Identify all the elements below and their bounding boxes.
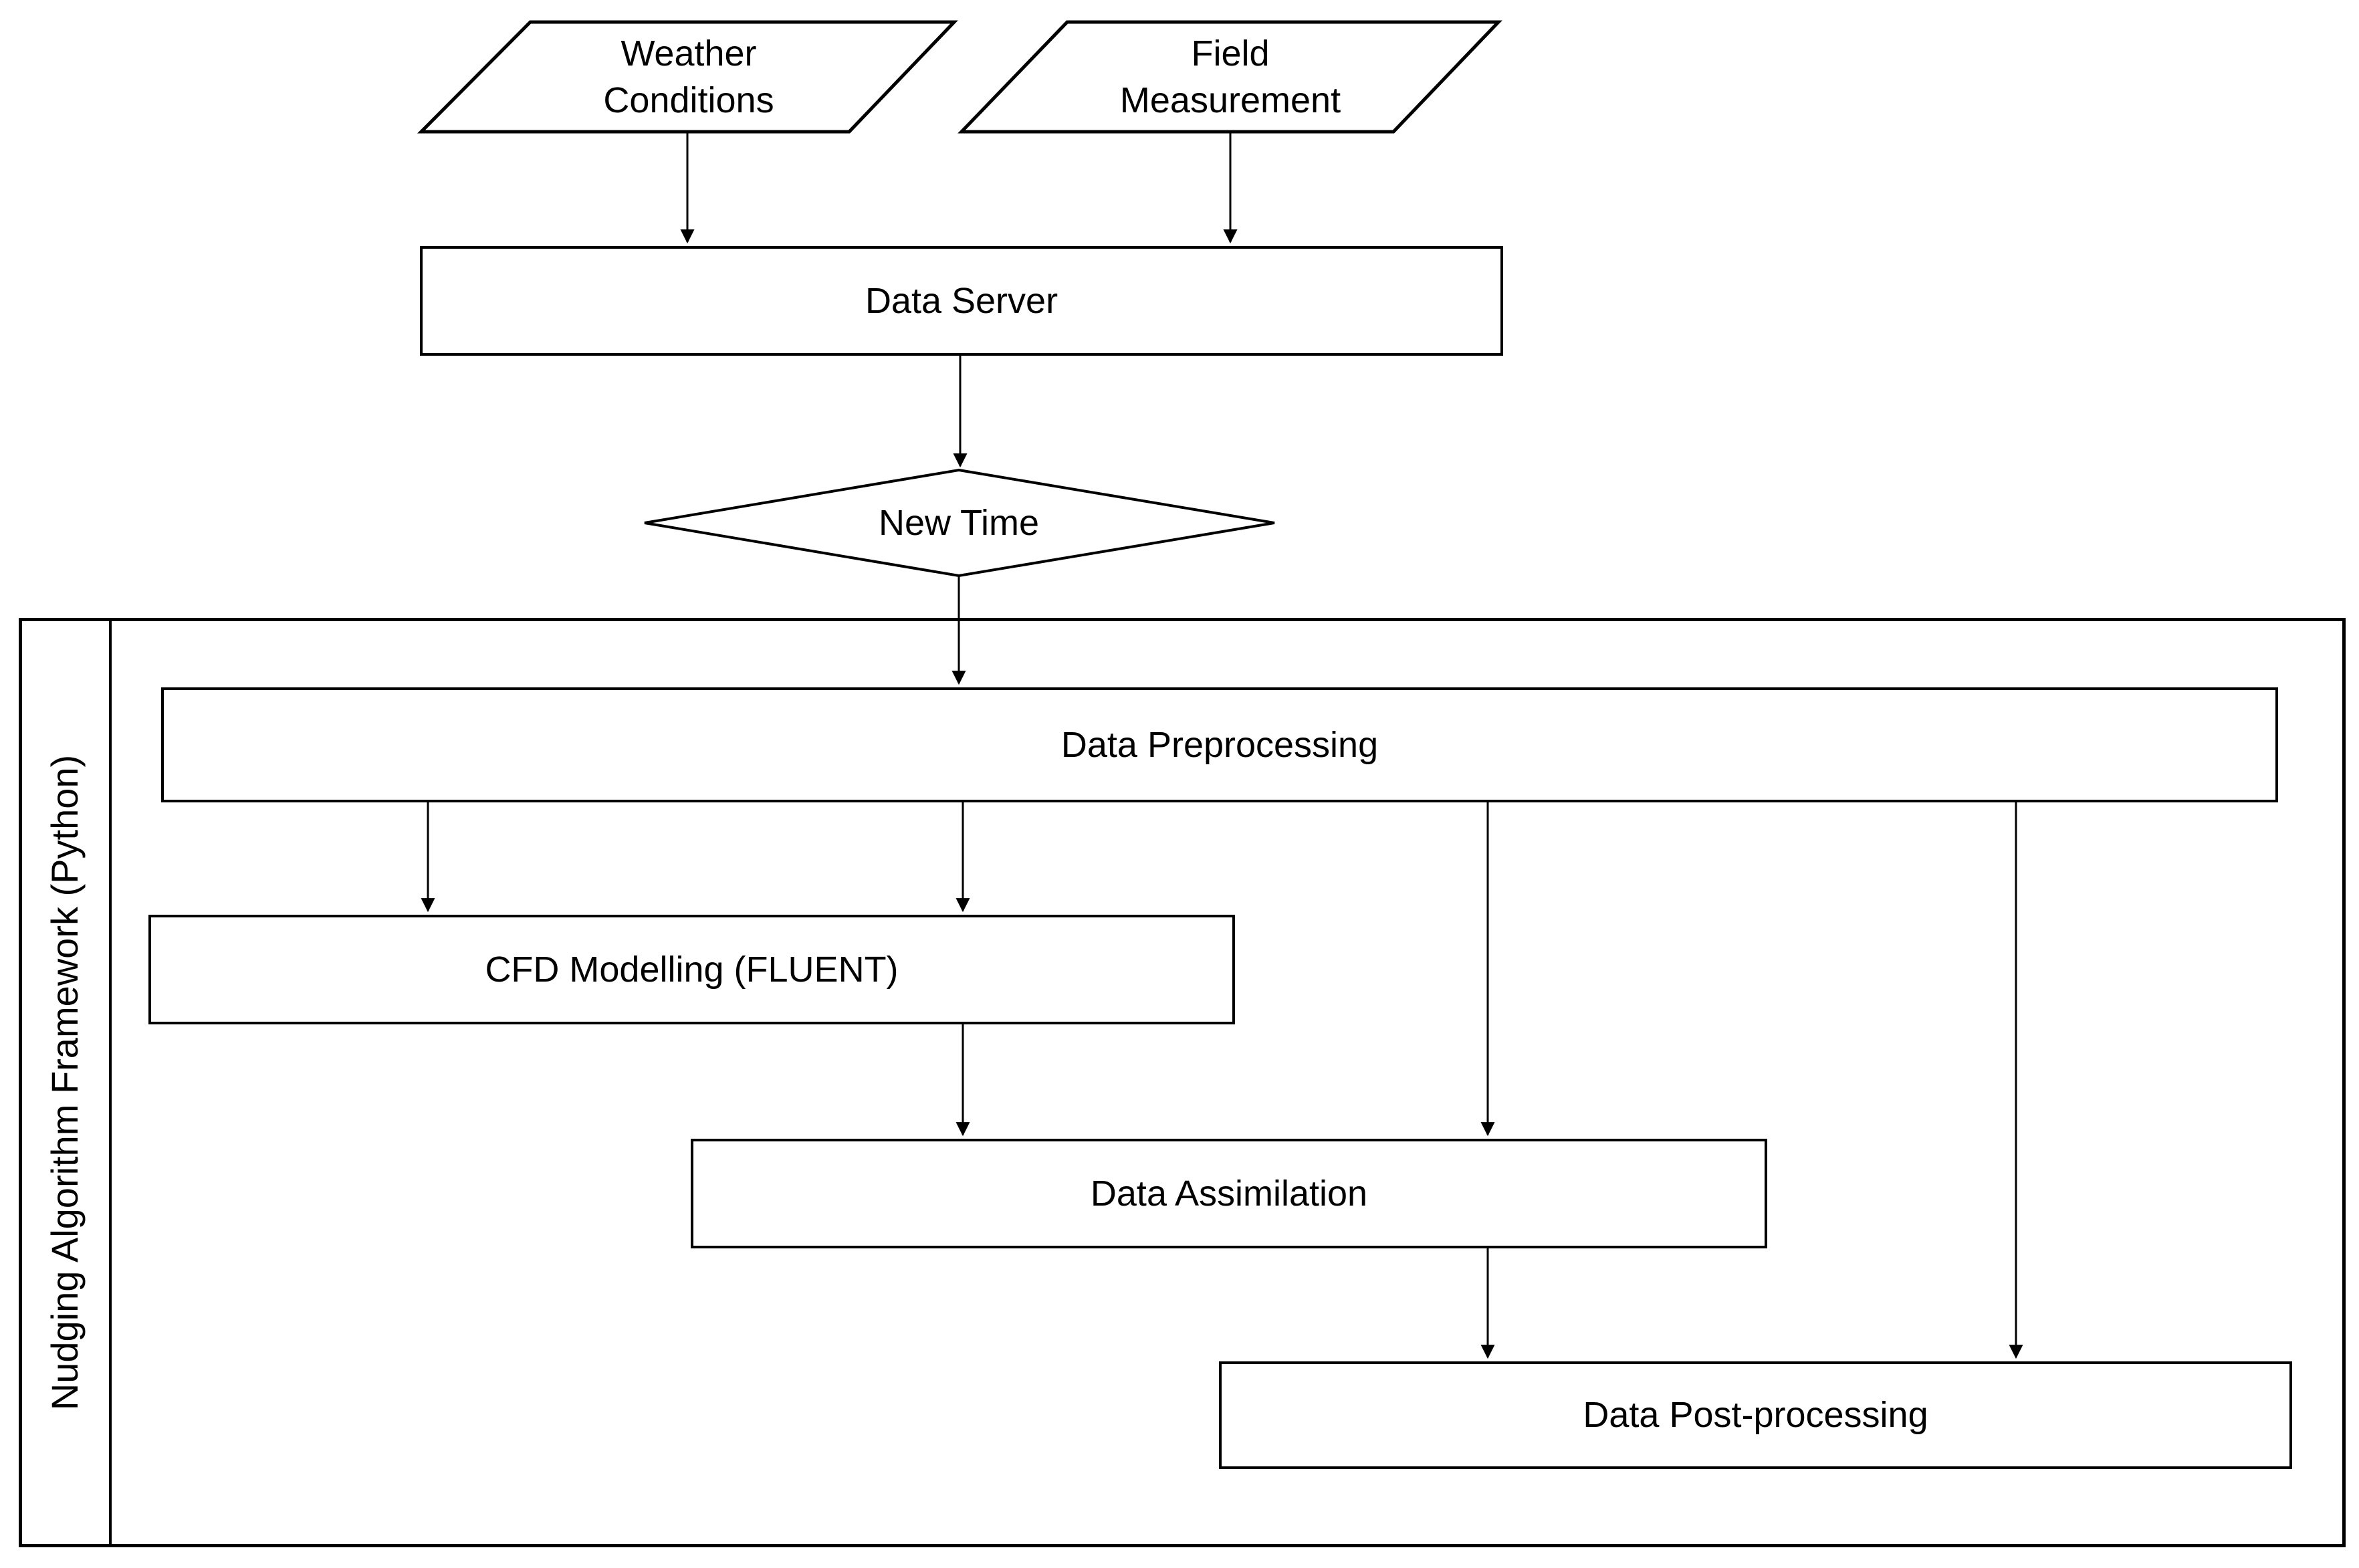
node-new-time-label: New Time (878, 502, 1040, 543)
node-cfd-modelling: CFD Modelling (FLUENT) (148, 915, 1235, 1024)
node-data-assimilation: Data Assimilation (691, 1139, 1767, 1248)
framework-label: Nudging Algorithm Framework (Python) (43, 754, 86, 1411)
node-field-measurement-label: Field Measurement (1119, 33, 1341, 120)
framework-label-divider (109, 621, 112, 1544)
node-data-postprocessing: Data Post-processing (1219, 1361, 2292, 1469)
node-data-preprocessing: Data Preprocessing (161, 687, 2278, 802)
node-weather-conditions-label: Weather Conditions (603, 33, 774, 120)
node-data-server: Data Server (420, 246, 1503, 356)
